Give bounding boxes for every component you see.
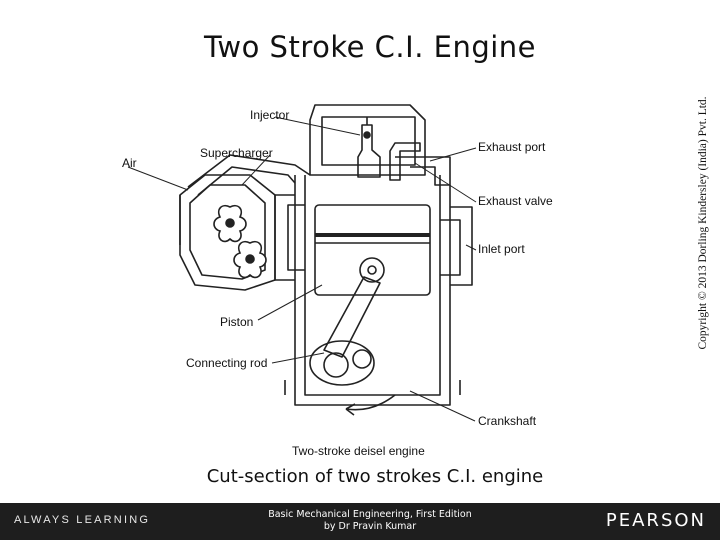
pearson-logo: PEARSON — [605, 510, 706, 531]
footer-tagline: ALWAYS LEARNING — [14, 514, 151, 526]
slide-title: Two Stroke C.I. Engine — [203, 30, 537, 64]
label-exhaust-port: Exhaust port — [478, 140, 546, 154]
footer-bar: ALWAYS LEARNING Basic Mechanical Enginee… — [0, 503, 720, 540]
exhaust-port — [395, 156, 451, 186]
label-supercharger: Supercharger — [200, 146, 273, 160]
cylinder-head — [309, 104, 426, 176]
engine-body — [179, 104, 473, 416]
footer-book-title: Basic Mechanical Engineering, First Edit… — [268, 509, 472, 520]
connecting-rod — [323, 276, 381, 358]
leader-lines — [127, 116, 477, 422]
injector — [357, 124, 381, 178]
exhaust-valve — [389, 142, 421, 181]
copyright-notice: Copyright © 2013 Dorling Kindersley (Ind… — [697, 96, 709, 350]
piston-pin — [359, 257, 385, 283]
piston — [314, 204, 431, 296]
supercharger-casing — [179, 174, 276, 291]
slide-caption: Cut-section of two strokes C.I. engine — [206, 466, 544, 487]
footer-book-info: Basic Mechanical Engineering, First Edit… — [220, 509, 520, 533]
label-crankshaft: Crankshaft — [478, 414, 537, 428]
label-air: Air — [122, 156, 137, 170]
label-injector: Injector — [250, 108, 289, 122]
engine-diagram: Injector Supercharger Air Exhaust port E… — [122, 104, 553, 458]
label-inlet-port: Inlet port — [478, 242, 525, 256]
footer-book-author: by Dr Pravin Kumar — [323, 521, 417, 532]
diagram-subtitle: Two-stroke deisel engine — [292, 444, 425, 458]
label-connecting-rod: Connecting rod — [186, 356, 267, 370]
supercharger-rotors — [213, 204, 267, 279]
label-piston: Piston — [220, 315, 253, 329]
crankshaft — [309, 340, 375, 386]
label-exhaust-valve: Exhaust valve — [478, 194, 553, 208]
